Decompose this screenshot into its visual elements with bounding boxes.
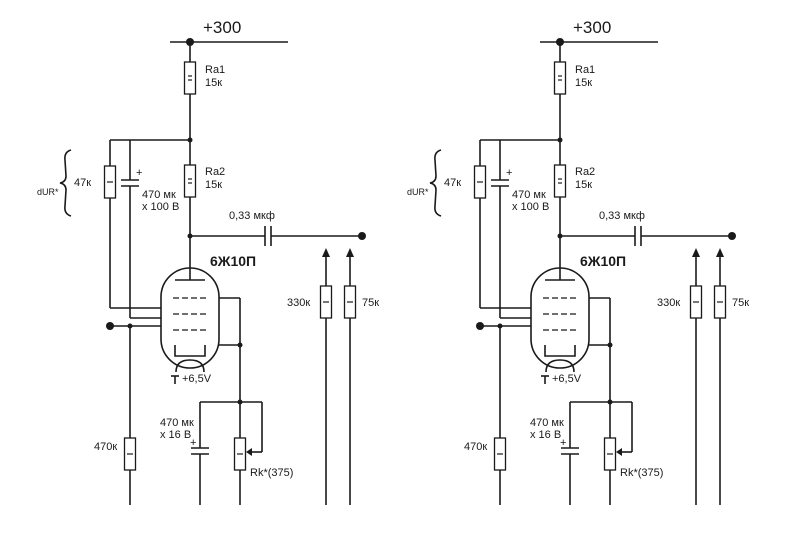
right-dur-label: dUR* [407, 187, 429, 197]
left-heater-label: +6,5V [182, 373, 212, 385]
right-amplifier-stage: +300 Ra1 15к Ra2 15к 47к dUR* + 470 мк x… [407, 18, 749, 506]
left-rk-value: Rk*(375) [250, 467, 293, 479]
left-c-out-value: 0,33 мкф [229, 210, 275, 222]
left-c-k-value: 470 мк [160, 417, 194, 429]
left-ra1-name: Ra1 [205, 64, 225, 76]
right-ra2-value: 15к [575, 179, 592, 191]
left-dur-label: dUR* [37, 187, 59, 197]
left-ra2-value: 15к [205, 179, 222, 191]
left-supply-label: +300 [203, 18, 241, 37]
right-c-k-plus: + [560, 437, 566, 449]
left-r470-value: 470к [94, 441, 117, 453]
left-ra1-value: 15к [205, 77, 222, 89]
left-c-k-plus: + [190, 437, 196, 449]
right-tube-label: 6Ж10П [580, 253, 626, 269]
right-c-top-plus: + [506, 167, 512, 179]
right-heater-label: +6,5V [552, 373, 582, 385]
right-r75-value: 75к [732, 297, 749, 309]
right-c-k-voltage: x 16 В [530, 429, 561, 441]
left-c-top-voltage: x 100 В [142, 201, 179, 213]
left-c-top-value: 470 мк [142, 189, 176, 201]
right-c-top-voltage: x 100 В [512, 201, 549, 213]
right-c-top-value: 470 мк [512, 189, 546, 201]
right-ra2-name: Ra2 [575, 166, 595, 178]
left-amplifier-stage: +300 Ra1 15к Ra2 15к 47к dUR* + 470 мк x… [37, 18, 379, 506]
right-stage-wiring [429, 37, 737, 506]
right-supply-label: +300 [573, 18, 611, 37]
left-r47-value: 47к [74, 177, 91, 189]
left-ra2-name: Ra2 [205, 166, 225, 178]
right-ra1-value: 15к [575, 77, 592, 89]
left-stage-wiring [59, 37, 367, 506]
right-r470-value: 470к [464, 441, 487, 453]
right-rk-value: Rk*(375) [620, 467, 663, 479]
right-r47-value: 47к [444, 177, 461, 189]
right-r330-value: 330к [657, 297, 680, 309]
right-c-out-value: 0,33 мкф [599, 210, 645, 222]
left-r330-value: 330к [287, 297, 310, 309]
left-c-top-plus: + [136, 167, 142, 179]
left-tube-label: 6Ж10П [210, 253, 256, 269]
right-c-k-value: 470 мк [530, 417, 564, 429]
left-c-k-voltage: x 16 В [160, 429, 191, 441]
right-ra1-name: Ra1 [575, 64, 595, 76]
left-r75-value: 75к [362, 297, 379, 309]
